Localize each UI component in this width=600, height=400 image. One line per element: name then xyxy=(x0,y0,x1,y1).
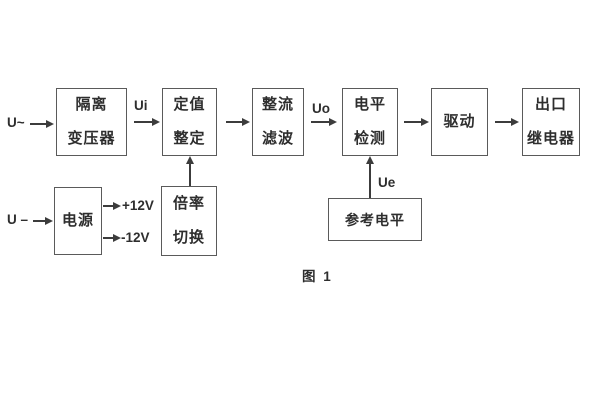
signal-label-u-dc: U – xyxy=(7,212,29,227)
signal-label-u-ac: U~ xyxy=(7,115,25,130)
block-isolation-transformer: 隔离 变压器 xyxy=(56,88,127,156)
arrow-driver-to-relay xyxy=(495,121,512,123)
block-output-relay: 出口 继电器 xyxy=(522,88,580,156)
arrow-power-plus-12v xyxy=(103,205,114,207)
arrow-isolation-to-setpoint xyxy=(134,121,153,123)
arrow-u-dc-input xyxy=(33,220,46,222)
block-label: 整流 xyxy=(261,96,294,113)
arrow-level-to-driver xyxy=(404,121,422,123)
block-label: 切换 xyxy=(172,229,205,246)
signal-label-plus-12v: +12V xyxy=(122,198,154,213)
block-level-detector: 电平 检测 xyxy=(342,88,398,156)
arrow-setpoint-to-rectifier xyxy=(226,121,243,123)
block-label: 驱动 xyxy=(443,113,476,130)
block-label: 定值 xyxy=(173,96,206,113)
block-label: 隔离 xyxy=(75,96,108,113)
arrow-ratio-to-setpoint xyxy=(189,163,191,186)
block-ratio-switch: 倍率 切换 xyxy=(161,186,217,256)
block-label: 电源 xyxy=(61,212,94,229)
block-reference-level: 参考电平 xyxy=(328,198,422,241)
signal-label-uo: Uo xyxy=(312,101,330,116)
block-label: 出口 xyxy=(534,96,567,113)
block-setpoint-adjust: 定值 整定 xyxy=(162,88,217,156)
block-driver: 驱动 xyxy=(431,88,488,156)
block-label: 整定 xyxy=(173,130,206,147)
signal-label-ue: Ue xyxy=(378,175,396,190)
block-label: 倍率 xyxy=(172,195,205,212)
block-label: 参考电平 xyxy=(345,211,405,228)
arrow-reference-to-level xyxy=(369,163,371,198)
block-label: 继电器 xyxy=(526,130,575,147)
signal-label-ui: Ui xyxy=(134,98,148,113)
block-label: 滤波 xyxy=(261,130,294,147)
arrow-power-minus-12v xyxy=(103,237,114,239)
block-label: 变压器 xyxy=(67,130,116,147)
block-label: 检测 xyxy=(353,130,386,147)
arrow-rectifier-to-level xyxy=(311,121,330,123)
block-label: 电平 xyxy=(353,96,386,113)
signal-label-minus-12v: -12V xyxy=(121,230,150,245)
arrow-u-ac-input xyxy=(30,123,47,125)
figure-caption: 图 1 xyxy=(302,269,333,284)
block-power-supply: 电源 xyxy=(54,187,102,255)
block-rectifier-filter: 整流 滤波 xyxy=(252,88,304,156)
